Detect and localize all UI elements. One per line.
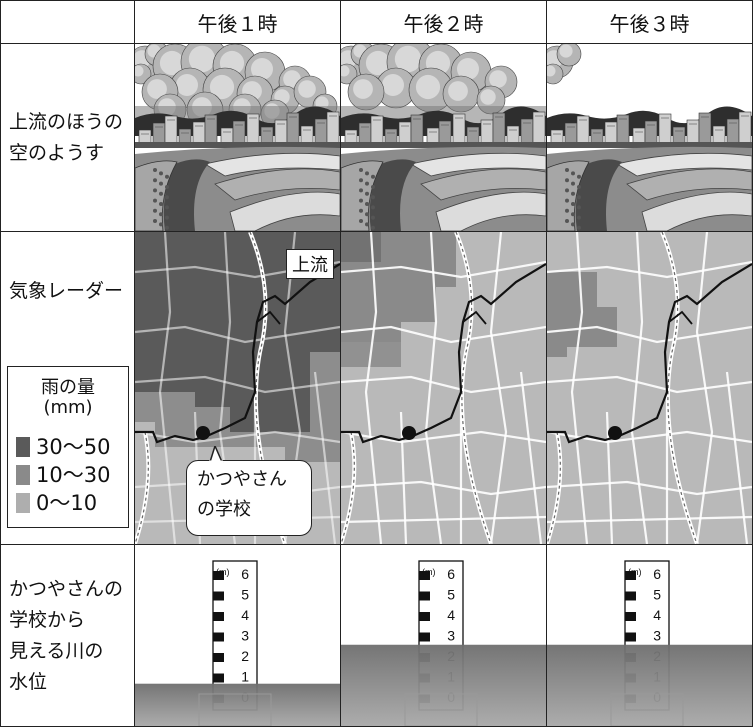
gauge-unit: (m) — [216, 567, 230, 577]
header-row: 午後１時 午後２時 午後３時 — [0, 0, 753, 44]
header-empty — [0, 0, 135, 44]
legend-swatch — [16, 493, 30, 513]
legend-item: 30～50 — [16, 437, 110, 458]
legend-unit: (mm) — [43, 397, 93, 418]
water-gauge: 6543210(m) — [547, 545, 752, 726]
gauge-tick-label: 3 — [653, 628, 661, 644]
upstream-label: 上流 — [286, 249, 334, 279]
water-row: かつやさんの 学校から 見える川の 水位 6543210(m) 6543210(… — [0, 544, 753, 727]
radar-cell-2pm — [340, 231, 547, 545]
water-gauge: 6543210(m) — [341, 545, 546, 726]
radar-map — [547, 232, 752, 544]
gauge-tick-label: 6 — [653, 566, 661, 582]
water-cell-3pm: 6543210(m) — [546, 544, 753, 727]
gauge-tick-label: 1 — [241, 669, 249, 685]
radar-map — [135, 232, 340, 544]
gauge-tick-label: 3 — [447, 628, 455, 644]
callout-pointer — [208, 446, 224, 464]
sky-row: 上流のほうの 空のようす — [0, 43, 753, 232]
header-3pm: 午後３時 — [546, 0, 753, 44]
gauge-tick-label: 5 — [241, 587, 249, 603]
gauge-tick-label: 4 — [241, 607, 249, 623]
school-callout: かつやさん の学校 — [186, 460, 312, 536]
water-cell-1pm: 6543210(m) — [134, 544, 341, 727]
gauge-tick-label: 4 — [653, 607, 661, 623]
gauge-tick-label: 6 — [447, 566, 455, 582]
sky-row-label: 上流のほうの 空のようす — [0, 43, 135, 232]
gauge-tick-label: 5 — [653, 587, 661, 603]
gauge-unit: (m) — [628, 567, 642, 577]
sky-cell-3pm — [546, 43, 753, 232]
gauge-tick-label: 2 — [241, 648, 249, 664]
header-2pm: 午後２時 — [340, 0, 547, 44]
radar-map — [341, 232, 546, 544]
gauge-tick-label: 5 — [447, 587, 455, 603]
legend-swatch — [16, 465, 30, 485]
legend-title: 雨の量 — [41, 377, 95, 398]
gauge-tick-label: 4 — [447, 607, 455, 623]
sky-illustration — [135, 44, 340, 231]
sky-cell-2pm — [340, 43, 547, 232]
water-gauge: 6543210(m) — [135, 545, 340, 726]
sky-cell-1pm — [134, 43, 341, 232]
legend-item: 0～10 — [16, 493, 97, 514]
sky-illustration — [341, 44, 546, 231]
legend-swatch — [16, 437, 30, 457]
gauge-unit: (m) — [422, 567, 436, 577]
radar-cell-3pm — [546, 231, 753, 545]
legend-item: 10～30 — [16, 465, 110, 486]
water-row-label: かつやさんの 学校から 見える川の 水位 — [0, 544, 135, 727]
sky-illustration — [547, 44, 752, 231]
header-1pm: 午後１時 — [134, 0, 341, 44]
gauge-tick-label: 6 — [241, 566, 249, 582]
water-cell-2pm: 6543210(m) — [340, 544, 547, 727]
rain-legend: 雨の量 (mm) 30～50 10～30 0～10 — [7, 366, 129, 528]
gauge-tick-label: 3 — [241, 628, 249, 644]
